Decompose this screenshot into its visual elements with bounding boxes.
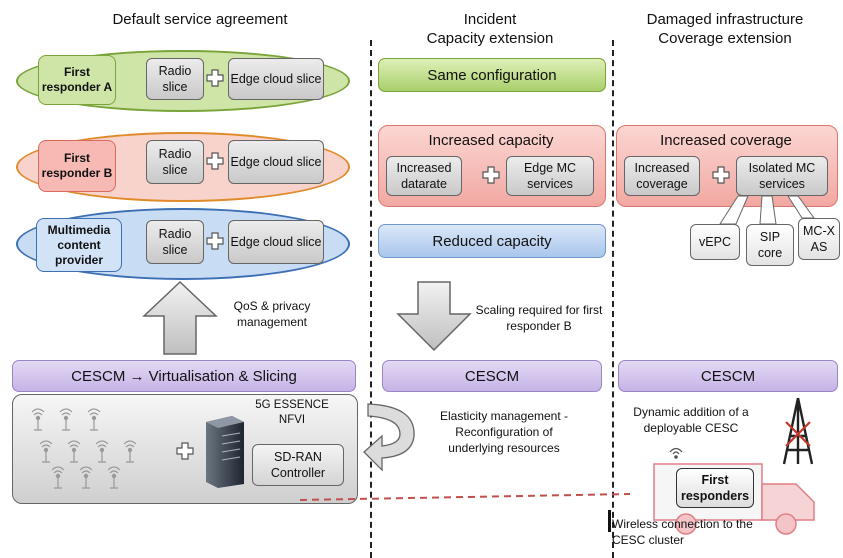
sd-ran-controller: SD-RAN Controller: [252, 444, 344, 486]
plus-icon: [712, 166, 730, 184]
plus-icon: [206, 152, 224, 170]
damaged-tower-icon: [782, 397, 814, 465]
plus-icon: [206, 69, 224, 87]
same-configuration-bar: Same configuration: [378, 58, 606, 92]
nfvi-label: 5G ESSENCE NFVI: [255, 399, 329, 426]
header-default-service: Default service agreement: [112, 11, 288, 28]
header-incident-line2: Capacity extension: [426, 30, 554, 47]
dynamic-addition-note: Dynamic addition of a deployable CESC: [633, 405, 749, 435]
edge-cloud-slice-b: Edge cloud slice: [228, 140, 324, 184]
plus-icon: [176, 442, 194, 460]
cescm-virtualisation-bar: CESCM → Virtualisation & Slicing: [12, 360, 356, 392]
reduced-capacity-bar: Reduced capacity: [378, 224, 606, 258]
sip-core-box: SIP core: [746, 224, 794, 266]
increased-coverage-box: Increased coverage: [624, 156, 700, 196]
vepc-box: vEPC: [690, 224, 740, 260]
separator-1: [370, 40, 372, 558]
radio-slice-b: Radio slice: [146, 140, 204, 184]
header-incident: Incident Capacity extension: [380, 10, 600, 48]
edge-mc-services-box: Edge MC services: [506, 156, 594, 196]
multimedia-provider-label: Multimedia content provider: [36, 218, 122, 272]
increased-coverage-title: Increased coverage: [660, 132, 792, 149]
mcx-as-box: MC-X AS: [798, 218, 840, 260]
increased-datarate-box: Increased datarate: [386, 156, 462, 196]
up-arrow-icon: [142, 280, 218, 355]
header-damaged-line1: Damaged infrastructure: [646, 11, 804, 28]
cescm-bar-coverage: CESCM: [618, 360, 838, 392]
link-endpoint: [608, 510, 611, 532]
edge-cloud-slice-c: Edge cloud slice: [228, 220, 324, 264]
signal-icon: [669, 447, 683, 459]
edge-cloud-slice-a: Edge cloud slice: [228, 58, 324, 100]
callout-connectors: [719, 195, 815, 225]
server-icon: [206, 416, 244, 488]
first-responder-b-label: First responder B: [38, 140, 116, 192]
increased-capacity-title: Increased capacity: [428, 132, 554, 149]
scaling-note: Scaling required for first responder B: [475, 303, 603, 333]
cescm-bar-incident: CESCM: [382, 360, 602, 392]
first-responders-box: First responders: [676, 468, 754, 508]
header-damaged-line2: Coverage extension: [658, 30, 792, 47]
separator-2: [612, 40, 614, 558]
wireless-note: Wireless connection to the CESC cluster: [612, 517, 753, 547]
wireless-link-line: [300, 493, 631, 501]
first-responder-a-label: First responder A: [38, 55, 116, 105]
antenna-cluster-icon: [31, 408, 137, 489]
plus-icon: [206, 232, 224, 250]
elasticity-note: Elasticity management - Reconfiguration …: [439, 409, 569, 455]
header-incident-line1: Incident: [463, 11, 517, 28]
curved-arrow-icon: [363, 403, 415, 472]
down-arrow-icon: [396, 281, 472, 352]
header-damaged: Damaged infrastructure Coverage extensio…: [610, 10, 840, 48]
radio-slice-a: Radio slice: [146, 58, 204, 100]
isolated-mc-services-box: Isolated MC services: [736, 156, 828, 196]
plus-icon: [482, 166, 500, 184]
qos-note: QoS & privacy management: [233, 299, 311, 329]
radio-slice-c: Radio slice: [146, 220, 204, 264]
